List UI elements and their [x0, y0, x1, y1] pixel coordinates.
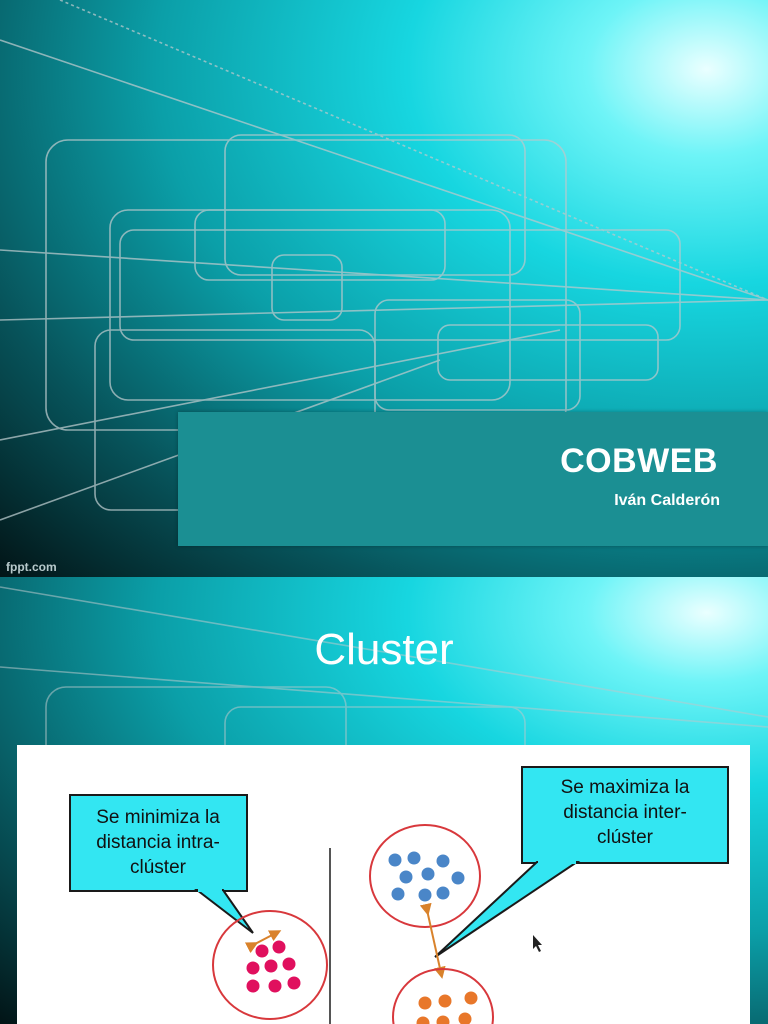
right-callout-line-2: distancia inter- — [563, 802, 687, 823]
left-callout-line-2: distancia intra- — [96, 832, 220, 853]
slide-title: Cluster — [314, 625, 454, 674]
right-callout: Se maximiza la distancia inter- clúster — [434, 766, 729, 958]
slide-title: COBWEB — [560, 442, 718, 480]
left-callout-line-3: clúster — [130, 857, 187, 878]
title-slide: COBWEB Iván Calderón fppt.com — [0, 0, 768, 577]
blue-cluster — [369, 824, 481, 928]
left-callout-line-1: Se minimiza la — [96, 807, 220, 828]
author-name: Iván Calderón — [614, 492, 720, 509]
intra-distance-arrow — [244, 930, 282, 954]
right-callout-line-3: clúster — [597, 827, 654, 848]
cluster-diagram: Se minimiza la distancia intra- clúster … — [69, 766, 729, 1024]
cluster-figure: Se minimiza la distancia intra- clúster … — [17, 745, 750, 1024]
title-band: COBWEB Iván Calderón — [178, 412, 768, 546]
left-callout: Se minimiza la distancia intra- clúster — [69, 794, 254, 934]
cluster-slide: Cluster Se minimiza la distancia intra- … — [0, 577, 768, 1024]
pink-cluster — [212, 910, 328, 1020]
inter-distance-arrow — [419, 902, 446, 979]
orange-cluster — [392, 968, 494, 1024]
right-callout-line-1: Se maximiza la — [561, 777, 690, 798]
cursor-icon — [533, 935, 542, 952]
watermark: fppt.com — [6, 560, 57, 574]
